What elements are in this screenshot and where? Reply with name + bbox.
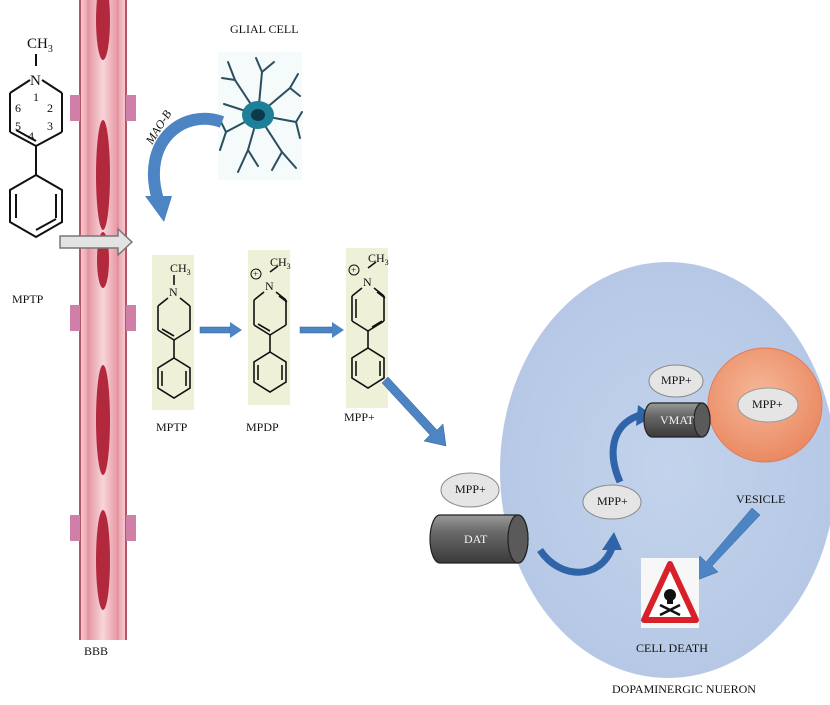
dat-label: DAT: [464, 532, 488, 546]
ring-number-2: 2: [47, 101, 53, 115]
vmat-label: VMAT: [660, 413, 695, 427]
mpp-methyl: CH3: [368, 251, 389, 267]
ring-number-4: 4: [28, 129, 34, 143]
mptp-nitrogen: N: [169, 285, 178, 299]
ring-number-1: 1: [33, 90, 39, 104]
nitrogen-label-outside: N: [30, 73, 41, 89]
mpp-nitrogen: N: [363, 275, 372, 289]
glial-cell-image: [218, 52, 303, 180]
arrow-mptp-to-mpdp: [199, 322, 242, 338]
bbb-crossing-arrow: [59, 227, 134, 257]
arrow-mpp-to-dat: [381, 376, 447, 447]
glial-cell-label: GLIAL CELL: [230, 22, 299, 36]
neuron-label: DOPAMINERGIC NUERON: [612, 682, 756, 696]
methyl-label-outside: CH3: [27, 36, 53, 55]
mpp-vesicle-label: MPP+: [752, 397, 783, 411]
mptp-outside-label: MPTP: [12, 292, 44, 306]
mpdp-structure: [253, 265, 288, 393]
arrow-mpdp-to-mpp: [299, 322, 344, 338]
arrow-vesicle-to-death: [691, 507, 761, 583]
mptp-structure: [157, 275, 191, 399]
mpp-structure: [351, 261, 386, 389]
dat-transporter: [429, 514, 529, 564]
mpp-cation-circle: [348, 264, 360, 276]
arrow-dat-to-cytosol: [537, 532, 622, 576]
mpdp-nitrogen: N: [265, 279, 274, 293]
mpp-label: MPP+: [344, 410, 375, 424]
mpp-cytosol: [582, 484, 642, 520]
mpp-at-vmat: [648, 364, 704, 398]
mpdp-methyl: CH3: [270, 255, 291, 271]
mptp-label: MPTP: [156, 420, 188, 434]
blood-brain-barrier-vessel: [70, 0, 136, 640]
cell-death-label: CELL DEATH: [636, 641, 708, 655]
ring-number-3: 3: [47, 119, 53, 133]
mao-b-arrow: [145, 112, 225, 222]
ring-number-5: 5: [15, 119, 21, 133]
mpp-dat-label: MPP+: [455, 482, 486, 496]
mpp-at-dat: [440, 472, 500, 508]
bbb-label: BBB: [84, 644, 109, 658]
mpp-cation: +: [351, 265, 356, 275]
vesicle-label: VESICLE: [736, 492, 786, 506]
mpdp-label: MPDP: [246, 420, 279, 434]
mpdp-cation: +: [253, 269, 258, 279]
mpdp-cation-circle: [250, 268, 262, 280]
mptp-methyl: CH3: [170, 261, 191, 277]
mpp-vmat-label: MPP+: [661, 373, 692, 387]
ring-number-6: 6: [15, 101, 21, 115]
vmat-transporter: [643, 402, 711, 438]
cell-death-warning-icon: [641, 558, 699, 628]
mptp-structure-outside: [9, 54, 63, 239]
mpp-vesicle: [737, 387, 799, 423]
mpp-cytosol-label: MPP+: [597, 494, 628, 508]
